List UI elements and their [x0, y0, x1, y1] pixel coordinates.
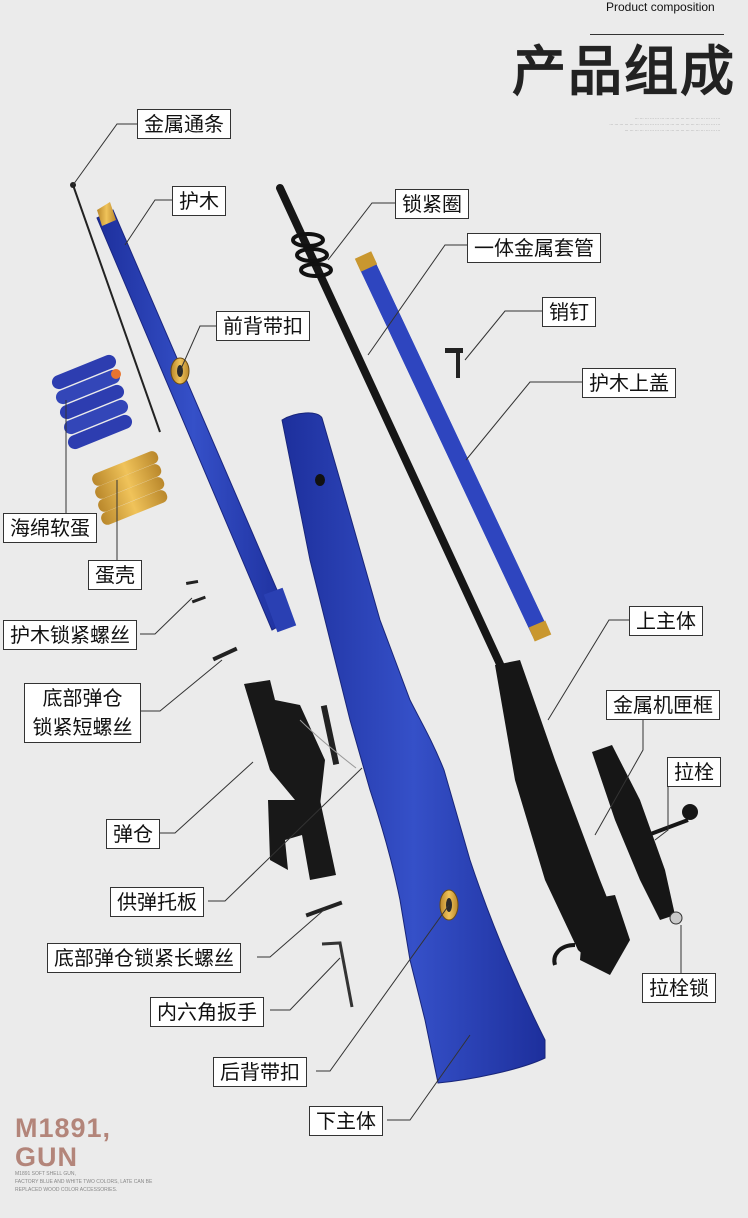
- header-subtitle-en: Product composition: [606, 0, 715, 14]
- label-shells: 蛋壳: [88, 560, 142, 590]
- fine-print-2: ... ... ... ... ... ... ... ... ... ... …: [609, 121, 720, 126]
- label-lock-ring: 锁紧圈: [395, 189, 469, 219]
- label-magazine: 弹仓: [106, 819, 160, 849]
- label-follower: 供弹托板: [110, 887, 204, 917]
- label-rear-sling: 后背带扣: [213, 1057, 307, 1087]
- magazine-part: [244, 680, 336, 880]
- leader-lines: [65, 123, 682, 1121]
- cleaning-rod: [72, 184, 161, 433]
- label-front-sling: 前背带扣: [216, 311, 310, 341]
- mag-long-screw: [305, 900, 343, 918]
- model-desc-1: M1891 SOFT SHELL GUN,: [15, 1171, 76, 1177]
- barrel: [276, 184, 509, 679]
- label-handguard-screw: 护木锁紧螺丝: [3, 620, 137, 650]
- header-divider: [590, 34, 724, 35]
- follower-part: [299, 705, 357, 769]
- label-metal-tube: 一体金属套管: [467, 233, 601, 263]
- upper-body-part: [495, 660, 630, 975]
- label-bolt: 拉栓: [667, 757, 721, 787]
- label-mag-long-screw: 底部弹仓锁紧长螺丝: [47, 943, 241, 973]
- handguard-screws: [185, 579, 206, 604]
- bolt-lock-part: [669, 911, 683, 925]
- model-desc-3: REPLACED WOOD COLOR ACCESSORIES.: [15, 1187, 118, 1193]
- hex-key: [321, 941, 354, 1008]
- fine-print-3: ... ... ... ... ... ... ... ... ... ... …: [624, 127, 720, 132]
- label-hex-key: 内六角扳手: [150, 997, 264, 1027]
- label-foam-darts: 海绵软蛋: [3, 513, 97, 543]
- bolt-part: [647, 804, 698, 837]
- label-mag-short-screw-line2: 锁紧短螺丝: [32, 715, 133, 739]
- label-upper-body: 上主体: [629, 606, 703, 636]
- mag-short-screw: [212, 646, 238, 662]
- label-top-cover: 护木上盖: [582, 368, 676, 398]
- label-handguard: 护木: [172, 186, 226, 216]
- lower-body-stock: [281, 412, 546, 1084]
- receiver-frame-part: [592, 745, 675, 920]
- pin-part: [445, 348, 463, 378]
- label-lower-body: 下主体: [309, 1106, 383, 1136]
- model-line2: GUN: [15, 1142, 78, 1172]
- lock-ring-part: [291, 232, 333, 278]
- label-pin: 销钉: [542, 297, 596, 327]
- label-receiver: 金属机匣框: [606, 690, 720, 720]
- model-line1: M1891,: [15, 1113, 112, 1143]
- metal-tube-part: [354, 251, 552, 642]
- fine-print-1: ... ... ... ... ... ... ... ... ... ... …: [634, 115, 720, 120]
- label-mag-short-screw: 底部弹仓 锁紧短螺丝: [24, 683, 141, 743]
- page-title: 产品组成: [512, 40, 736, 103]
- foam-darts: [51, 354, 133, 450]
- model-name: M1891, GUN: [15, 1114, 111, 1172]
- model-desc-2: FACTORY BLUE AND WHITE TWO COLORS, LATE …: [15, 1179, 153, 1185]
- label-bolt-lock: 拉栓锁: [642, 973, 716, 1003]
- label-mag-short-screw-line1: 底部弹仓: [42, 686, 123, 710]
- label-cleaning-rod: 金属通条: [137, 109, 231, 139]
- shells: [92, 451, 168, 525]
